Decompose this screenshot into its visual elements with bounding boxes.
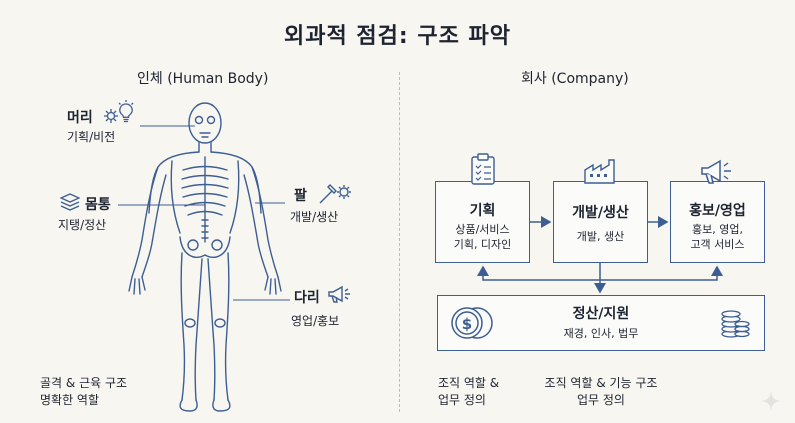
coin-stack-icon xyxy=(721,310,750,338)
coins-icon: $ xyxy=(451,307,493,339)
gear-icon xyxy=(104,109,118,123)
megaphone-icon xyxy=(701,159,731,184)
svg-text:$: $ xyxy=(462,315,472,333)
planning-box: 기획 상품/서비스 기획, 디자인 xyxy=(435,181,530,263)
body-note-line-2: 명확한 역할 xyxy=(40,393,100,407)
human-body-figure xyxy=(128,102,282,412)
company-note-center-line-2: 업무 정의 xyxy=(577,393,625,407)
body-note: 골격 & 근육 구조 명확한 역할 xyxy=(40,375,127,409)
head-label: 머리 xyxy=(67,110,93,126)
megaphone-icon xyxy=(328,285,350,303)
lightbulb-icon xyxy=(118,100,134,123)
body-note-line-1: 골격 & 근육 구조 xyxy=(40,376,128,390)
arm-sublabel: 개발/생산 xyxy=(290,210,339,224)
tools-icon xyxy=(319,184,351,204)
planning-sub-2: 기획, 디자인 xyxy=(453,238,512,251)
pr-sales-sub-1: 홍보, 영업, xyxy=(692,223,743,236)
torso-label: 몸통 xyxy=(85,197,111,213)
pr-sales-title: 홍보/영업 xyxy=(689,203,746,219)
pr-sales-sub-2: 고객 서비스 xyxy=(690,238,745,251)
head-sublabel: 기획/비전 xyxy=(67,130,116,144)
planning-sub-1: 상품/서비스 xyxy=(455,223,510,236)
pr-sales-box: 홍보/영업 홍보, 영업, 고객 서비스 xyxy=(670,181,765,263)
finance-title: 정산/지원 xyxy=(572,306,630,322)
development-sub-1: 개발, 생산 xyxy=(576,230,625,243)
clipboard-icon xyxy=(471,153,495,185)
development-title: 개발/생산 xyxy=(572,205,629,221)
company-note-left-line-2: 업무 정의 xyxy=(438,393,486,407)
leg-label: 다리 xyxy=(294,290,320,306)
human-body-heading: 인체 (Human Body) xyxy=(137,71,269,87)
layers-icon xyxy=(60,193,80,211)
page-title: 외과적 점검: 구조 파악 xyxy=(284,24,511,49)
company-note-left: 조직 역할 & 업무 정의 xyxy=(438,375,499,409)
torso-sublabel: 지탱/정산 xyxy=(58,218,107,232)
planning-title: 기획 xyxy=(469,203,496,219)
company-note-center-line-1: 조직 역할 & 기능 구조 xyxy=(544,376,658,390)
leg-sublabel: 영업/홍보 xyxy=(291,314,340,328)
body-pointer-lines xyxy=(118,125,290,301)
company-note-center: 조직 역할 & 기능 구조 업무 정의 xyxy=(528,375,674,409)
arm-label: 팔 xyxy=(294,188,307,204)
company-note-left-line-1: 조직 역할 & xyxy=(438,376,500,390)
finance-sub-1: 재경, 인사, 법무 xyxy=(563,327,639,340)
factory-icon xyxy=(584,159,615,184)
sparkle-icon xyxy=(761,391,781,411)
company-heading: 회사 (Company) xyxy=(521,71,629,87)
section-divider xyxy=(399,72,400,412)
